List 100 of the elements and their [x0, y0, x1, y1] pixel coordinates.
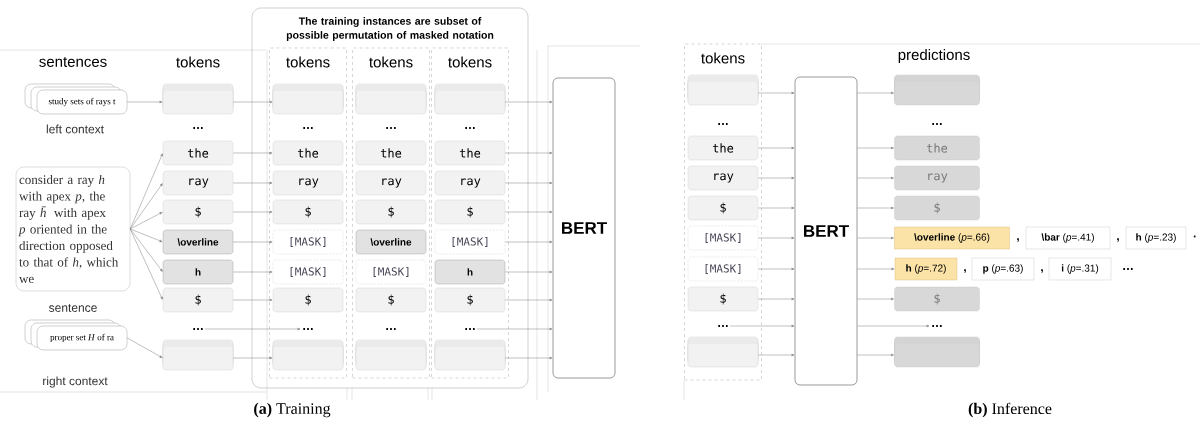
- comma: ,: [964, 269, 966, 273]
- mask-token-box: [MASK]: [687, 256, 759, 282]
- token-box: ray: [162, 170, 234, 196]
- token-stack: [687, 336, 759, 368]
- ellipsis: …: [718, 325, 728, 327]
- token-box: $: [687, 286, 759, 312]
- token-box: h: [434, 259, 506, 285]
- arrow: [504, 181, 553, 185]
- prediction-stack: [894, 74, 980, 106]
- prediction-box: ray: [894, 165, 980, 191]
- ellipsis: …: [718, 123, 728, 125]
- arrow: [757, 236, 795, 240]
- arrow: [504, 298, 553, 302]
- token-stack: [434, 339, 506, 371]
- arrow: [504, 240, 553, 244]
- token-box: $: [272, 199, 344, 225]
- mask-token-box: [MASK]: [687, 225, 759, 251]
- arrow: [856, 91, 894, 95]
- mask-token-box: [MASK]: [272, 229, 344, 255]
- arrow: [129, 228, 163, 300]
- arrow: [476, 327, 553, 331]
- arrow: [504, 210, 553, 214]
- ellipsis: …: [465, 328, 475, 330]
- token-stack: [434, 83, 506, 115]
- arrow: [757, 267, 795, 271]
- arrow: [856, 206, 894, 210]
- arrow: [504, 151, 553, 155]
- token-box: ray: [355, 170, 427, 196]
- arrow: [129, 228, 163, 272]
- token-box: the: [272, 140, 344, 166]
- arrow: [856, 176, 894, 180]
- arrow: [856, 236, 894, 240]
- arrow: [232, 181, 273, 185]
- token-box: $: [434, 199, 506, 225]
- caption: (a) Training: [254, 402, 331, 418]
- token-stack: [355, 339, 427, 371]
- arrow: [757, 206, 795, 210]
- candidate-box: p (p=.63): [971, 257, 1035, 281]
- token-box: $: [687, 195, 759, 221]
- token-box: $: [272, 287, 344, 313]
- arrow: [126, 100, 163, 104]
- token-box: the: [162, 140, 234, 166]
- caption: (b) Inference: [968, 402, 1052, 418]
- ellipsis: …: [932, 325, 942, 327]
- token-stack: [272, 339, 344, 371]
- comma: ,: [1017, 238, 1019, 242]
- arrow: [757, 91, 795, 95]
- arrow: [856, 146, 894, 150]
- mask-token-box: [MASK]: [355, 259, 427, 285]
- prediction-stack: [894, 336, 980, 368]
- arrow: [204, 327, 301, 331]
- ellipsis: …: [386, 328, 396, 330]
- token-stack: [687, 74, 759, 106]
- token-stack: [272, 83, 344, 115]
- arrow: [232, 151, 273, 155]
- token-box: ray: [272, 170, 344, 196]
- token-stack: [355, 83, 427, 115]
- arrow: [129, 183, 163, 230]
- arrow: [232, 210, 273, 214]
- arrow: [729, 324, 795, 328]
- column-heading: sentences: [39, 57, 107, 67]
- side-label: left context: [46, 124, 104, 134]
- arrow: [232, 100, 273, 104]
- candidate-box: i (p=.31): [1048, 257, 1112, 281]
- top-prediction-box: \overline (p=.66): [894, 226, 1010, 250]
- candidate-box: \bar (p=.41): [1025, 226, 1111, 250]
- arrow: [129, 228, 163, 242]
- token-box: the: [687, 135, 759, 161]
- ellipsis: …: [193, 328, 203, 330]
- column-heading: tokens: [176, 56, 220, 68]
- arrow: [856, 324, 930, 328]
- sentence-box: consider a ray h with apex p, the ray h̄ with apex p oriented in the direction opposed to that of h, which we: [15, 166, 131, 292]
- token-box: ray: [687, 165, 759, 191]
- token-box: $: [355, 287, 427, 313]
- arrow: [232, 270, 273, 274]
- arrow: [504, 100, 553, 104]
- ellipsis: …: [932, 123, 942, 125]
- token-box: the: [355, 140, 427, 166]
- token-box: the: [434, 140, 506, 166]
- prediction-box: $: [894, 286, 980, 312]
- arrow: [232, 298, 273, 302]
- arrow: [232, 356, 273, 360]
- token-box: \overline: [355, 229, 427, 255]
- arrow: [504, 356, 553, 360]
- prediction-box: the: [894, 135, 980, 161]
- column-heading: predictions: [898, 49, 970, 63]
- arrow: [126, 337, 163, 358]
- token-stack: [162, 83, 234, 115]
- token-box: $: [162, 199, 234, 225]
- arrow: [856, 267, 895, 271]
- token-stack: [162, 339, 234, 371]
- arrow: [757, 176, 795, 180]
- arrow: [856, 353, 894, 357]
- ellipsis: …: [1123, 268, 1133, 270]
- ellipsis: …: [193, 127, 203, 129]
- side-label: sentence: [49, 304, 97, 312]
- model-box: BERT: [794, 76, 858, 386]
- comma: ,: [1117, 238, 1119, 242]
- top-prediction-box: h (p=.72): [894, 257, 958, 281]
- prediction-box: $: [894, 195, 980, 221]
